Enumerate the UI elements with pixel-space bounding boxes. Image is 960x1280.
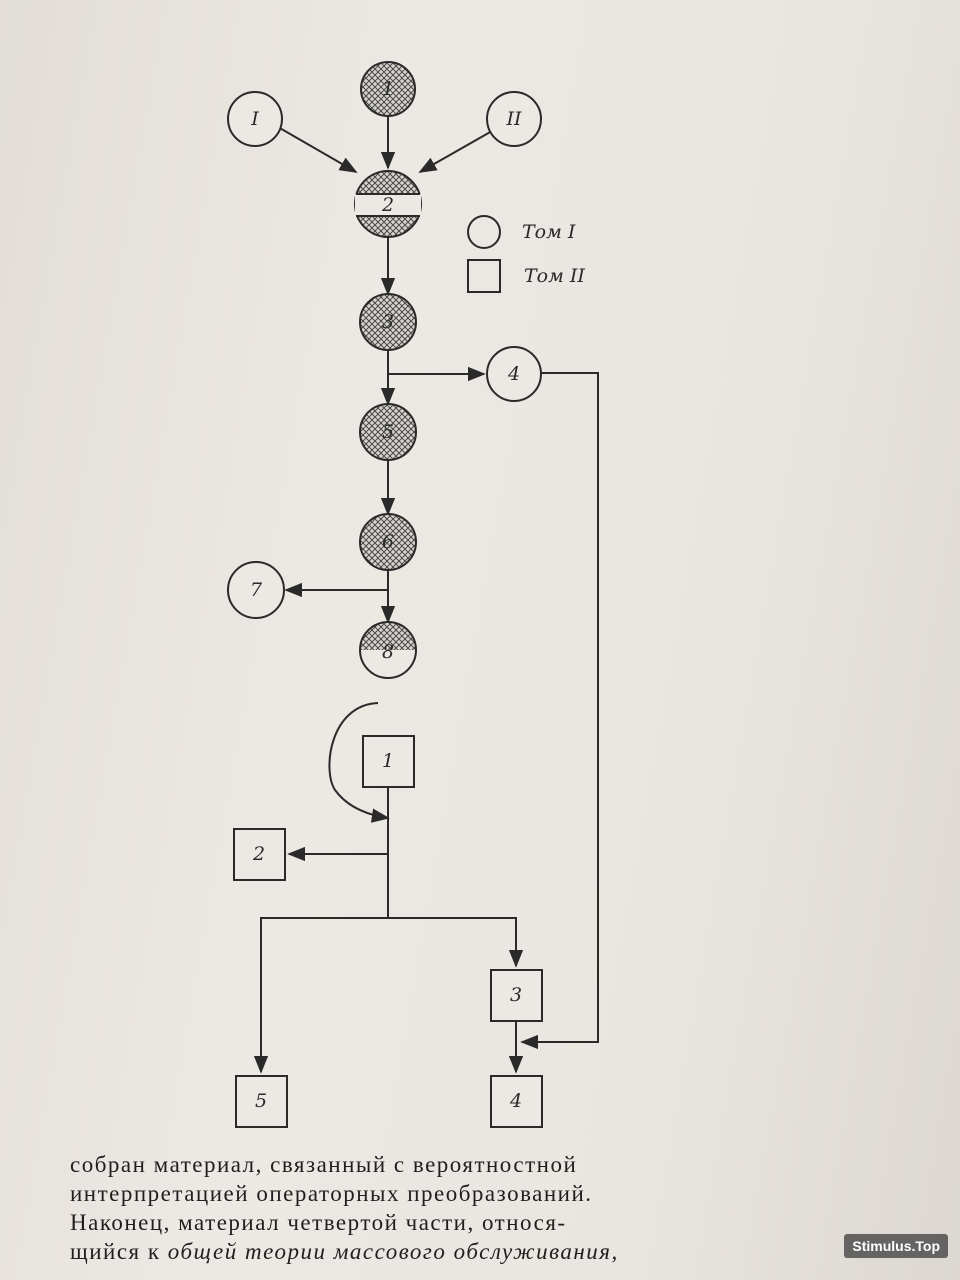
label-square-1: 1	[382, 750, 394, 772]
label-circle-6: 6	[382, 531, 394, 553]
legend: Том I Том II	[467, 215, 585, 293]
node-square-3	[490, 969, 543, 1022]
edge-c4-s4	[520, 372, 599, 1050]
node-square-5	[235, 1075, 288, 1128]
node-circle-7	[227, 561, 285, 619]
node-square-2	[233, 828, 286, 881]
legend-square-icon	[467, 259, 501, 293]
node-circle-3	[359, 293, 417, 351]
edge-8-trunk	[328, 702, 390, 823]
edge-trunk-s5	[253, 917, 388, 1074]
node-circle-8-plain	[359, 649, 417, 679]
text-line-2: интерпретацией операторных преобразовани…	[70, 1181, 593, 1206]
text-line-4: щийся к общей теории массового обслужива…	[70, 1237, 770, 1266]
label-circle-2: 2	[381, 194, 394, 216]
edge-trunk-s3	[388, 917, 524, 968]
label-square-4: 4	[509, 1090, 522, 1112]
legend-square-label: Том II	[524, 265, 585, 287]
label-square-3: 3	[510, 984, 522, 1006]
label-circle-3: 3	[382, 311, 394, 333]
legend-circle-label: Том I	[522, 221, 576, 243]
node-square-1	[362, 735, 415, 788]
label-circle-8: 8	[382, 641, 394, 663]
watermark-badge: Stimulus.Top	[844, 1234, 948, 1258]
node-circle-4	[486, 346, 542, 402]
label-circle-5: 5	[382, 421, 394, 443]
label-circle-4: 4	[507, 363, 520, 385]
label-circle-II: II	[505, 108, 522, 130]
node-circle-5	[359, 403, 417, 461]
label-square-5: 5	[255, 1090, 267, 1112]
text-line-3: Наконец, материал четвертой части, относ…	[70, 1210, 567, 1235]
node-circle-8-hatched	[359, 621, 417, 651]
text-line-4-start: щийся к	[70, 1239, 168, 1264]
edge-II-2	[418, 130, 493, 173]
node-square-4	[490, 1075, 543, 1128]
label-circle-7: 7	[250, 579, 263, 601]
node-2-band	[355, 194, 421, 216]
node-circle-6	[359, 513, 417, 571]
node-circle-1	[360, 61, 416, 117]
node-circle-I	[227, 91, 283, 147]
dependency-diagram: 1 I II 2 3 4 5 6 7 8 1 2 3 4 5 Том I Том…	[227, 61, 599, 1128]
text-line-4-italic: общей теории массового обслуживания,	[167, 1239, 619, 1264]
node-circle-II	[486, 91, 542, 147]
text-line-1: собран материал, связанный с вероятностн…	[70, 1152, 578, 1177]
label-circle-I: I	[250, 108, 259, 130]
label-circle-1: 1	[382, 78, 394, 100]
edge-I-2	[277, 126, 358, 173]
legend-circle-icon	[467, 215, 501, 249]
page-body-text: собран материал, связанный с вероятностн…	[70, 1150, 770, 1266]
label-square-2: 2	[252, 843, 265, 865]
